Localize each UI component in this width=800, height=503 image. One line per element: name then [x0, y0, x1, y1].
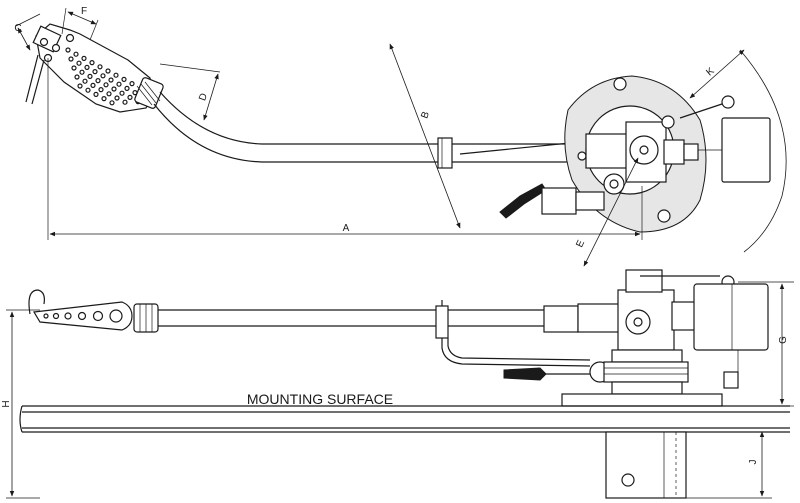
perforation-hole: [124, 85, 130, 92]
perforation-hole: [65, 47, 71, 53]
perforation-hole: [100, 73, 106, 79]
perforation-hole: [114, 95, 120, 101]
headshell-top: [25, 23, 155, 113]
perforation-hole: [87, 73, 93, 80]
perforation-hole: [109, 100, 115, 106]
perforation-hole: [103, 82, 109, 88]
mounting-base: [561, 393, 723, 407]
label-a: A: [343, 223, 350, 234]
anti-skate-arm: [679, 101, 729, 119]
perforation-hole: [90, 82, 96, 89]
perforation-hole: [89, 59, 95, 66]
anti-skate-weight: [723, 371, 739, 389]
arm-rest-top: [437, 137, 453, 169]
perforation-hole: [74, 74, 80, 80]
label-g: G: [778, 336, 789, 344]
cue-lever-top: [459, 139, 601, 219]
perforation-hole: [73, 51, 79, 57]
perforation-hole: [97, 64, 103, 70]
arm-tube-top: [153, 91, 596, 163]
label-k: K: [704, 66, 716, 79]
perforation-hole: [105, 68, 111, 74]
side-view: MOUNTING SURFACE: [19, 269, 790, 499]
perforation-hole: [129, 80, 135, 87]
counterweight-side: [693, 283, 769, 351]
perforation-hole: [98, 86, 104, 93]
perforation-hole: [77, 83, 83, 89]
top-view: [25, 23, 787, 253]
perforation-hole: [92, 68, 98, 75]
perforation-hole: [82, 78, 88, 84]
perforation-hole: [108, 77, 114, 83]
perforation-hole: [93, 91, 99, 98]
label-b: B: [419, 110, 432, 120]
arc-k: [739, 49, 787, 253]
perforation-hole: [111, 86, 117, 92]
perforation-hole: [85, 87, 91, 93]
perforation-hole: [81, 55, 87, 62]
cue-lever-side: [503, 367, 547, 381]
collet-top: [134, 77, 164, 109]
perforation-hole: [79, 69, 85, 75]
mounting-surface: [19, 405, 790, 433]
pivot-assembly-side: [577, 269, 735, 395]
perforation-hole: [68, 56, 74, 62]
counterweight-top: [721, 117, 771, 183]
headshell-side: [33, 301, 133, 331]
label-e: E: [574, 238, 587, 249]
finger-lift: [28, 289, 45, 315]
dimensions-side: H G J: [1, 281, 794, 499]
perforation-hole: [101, 95, 107, 102]
dimensions-top: A B C F D E K: [14, 6, 745, 267]
label-c: C: [14, 23, 21, 34]
under-deck-housing: [605, 431, 687, 499]
perforation-hole: [71, 65, 77, 71]
perforation-hole: [84, 64, 90, 71]
label-f: F: [81, 6, 87, 17]
label-h: H: [1, 400, 12, 407]
headshell-perforations: [65, 47, 141, 106]
label-d: D: [197, 92, 210, 103]
perforation-hole: [95, 77, 101, 84]
label-j: J: [748, 460, 759, 465]
perforation-hole: [121, 76, 127, 83]
arm-rest-side: [435, 305, 449, 339]
perforation-hole: [106, 91, 112, 97]
perforation-hole: [119, 90, 125, 96]
perforation-hole: [76, 60, 82, 66]
perforation-hole: [113, 72, 119, 78]
perforation-hole: [122, 99, 128, 105]
perforation-hole: [127, 94, 133, 101]
mounting-surface-label: MOUNTING SURFACE: [247, 391, 393, 407]
perforation-hole: [116, 81, 122, 87]
